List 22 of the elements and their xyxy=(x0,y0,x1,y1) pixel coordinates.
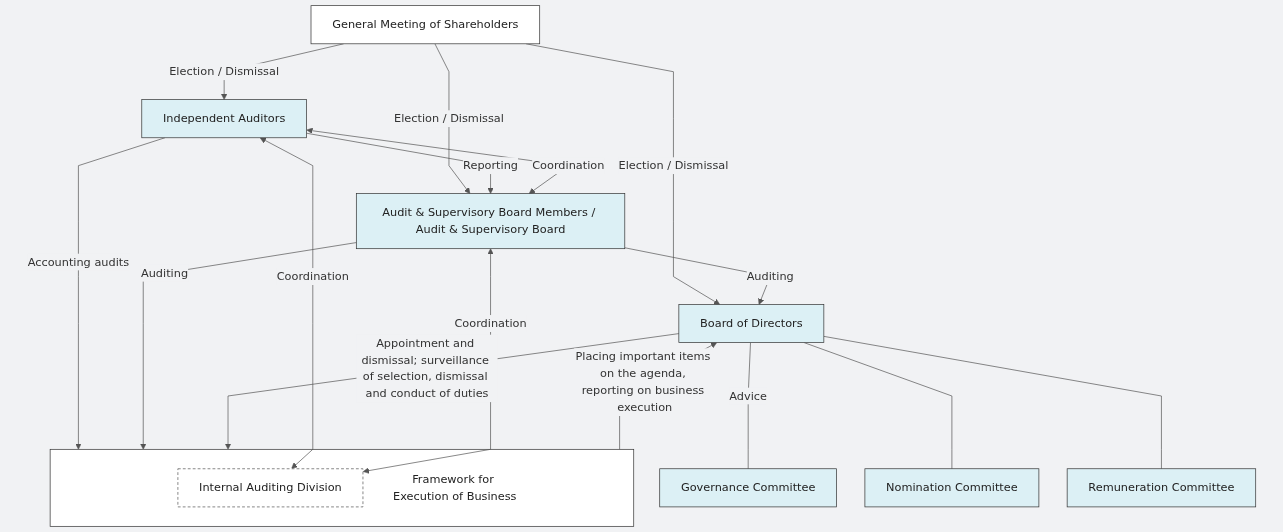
node-box: Nomination Committee xyxy=(864,468,1040,508)
node-box: Audit & Supervisory Board Members / Audit & Supervisory Board xyxy=(355,193,625,250)
node-box: Board of Directors xyxy=(678,304,824,343)
edge-label: Appointment and dismissal; surveillance of selection, dismissal and conduct of duties xyxy=(361,335,489,401)
edge-label: Advice xyxy=(729,388,767,403)
edge-label: Election / Dismissal xyxy=(393,111,504,126)
edge-label: Election / Dismissal xyxy=(618,158,729,173)
edge-label: Placing important items on the agenda, reporting on business execution xyxy=(575,349,711,414)
edge-label: Election / Dismissal xyxy=(169,64,279,79)
edge-label: Auditing xyxy=(140,266,188,280)
edge-label: Auditing xyxy=(746,269,794,283)
edge-label: Reporting xyxy=(462,158,518,173)
node-box: Independent Auditors xyxy=(141,99,307,139)
edge-label: Coordination xyxy=(531,158,605,173)
node-box: Governance Committee xyxy=(659,468,837,508)
edge-label: Accounting audits xyxy=(27,254,129,269)
edge-label: Coordination xyxy=(276,269,349,283)
node-box: Internal Auditing Division xyxy=(177,468,364,508)
connector xyxy=(823,336,1162,470)
node-box: Remuneration Committee xyxy=(1066,468,1256,508)
node-box: General Meeting of Shareholders xyxy=(310,5,540,45)
edge-label: Coordination xyxy=(454,316,527,330)
